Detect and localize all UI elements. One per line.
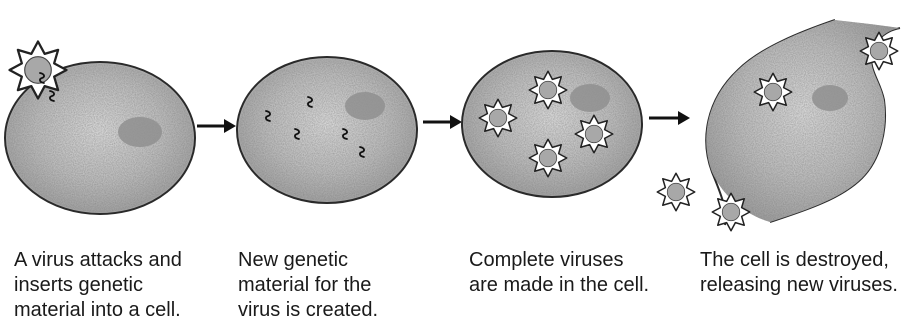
- arrow-right-icon: [197, 119, 236, 133]
- step-4-caption: The cell is destroyed, releasing new vir…: [700, 248, 898, 298]
- virus-icon: [754, 73, 792, 111]
- arrow-right-icon: [649, 111, 690, 125]
- virus-icon: [860, 32, 898, 70]
- virus-icon: [529, 139, 567, 177]
- step-1-caption: A virus attacks and inserts genetic mate…: [14, 248, 182, 323]
- cell-2: [237, 57, 417, 203]
- virus-replication-diagram: [0, 0, 921, 250]
- caption-line: New genetic: [238, 248, 378, 273]
- virus-icon: [479, 99, 517, 137]
- nucleus: [345, 92, 385, 120]
- caption-line: material into a cell.: [14, 298, 182, 323]
- arrow-right-icon: [423, 115, 462, 129]
- virus-icon: [657, 173, 695, 211]
- virus-icon: [575, 115, 613, 153]
- caption-line: material for the: [238, 273, 378, 298]
- nucleus: [812, 85, 848, 111]
- caption-line: The cell is destroyed,: [700, 248, 898, 273]
- caption-line: A virus attacks and: [14, 248, 182, 273]
- caption-line: virus is created.: [238, 298, 378, 323]
- virus-icon: [529, 71, 567, 109]
- virus-icon: [712, 193, 750, 231]
- caption-line: Complete viruses: [469, 248, 649, 273]
- step-2-caption: New genetic material for the virus is cr…: [238, 248, 378, 323]
- nucleus: [118, 117, 162, 147]
- cell-4-destroyed: [657, 20, 900, 231]
- nucleus: [570, 84, 610, 112]
- caption-line: releasing new viruses.: [700, 273, 898, 298]
- step-3-caption: Complete viruses are made in the cell.: [469, 248, 649, 298]
- caption-line: are made in the cell.: [469, 273, 649, 298]
- caption-line: inserts genetic: [14, 273, 182, 298]
- cell-1: [5, 42, 195, 215]
- attacking-virus-icon: [9, 42, 66, 99]
- cell-3: [462, 51, 642, 197]
